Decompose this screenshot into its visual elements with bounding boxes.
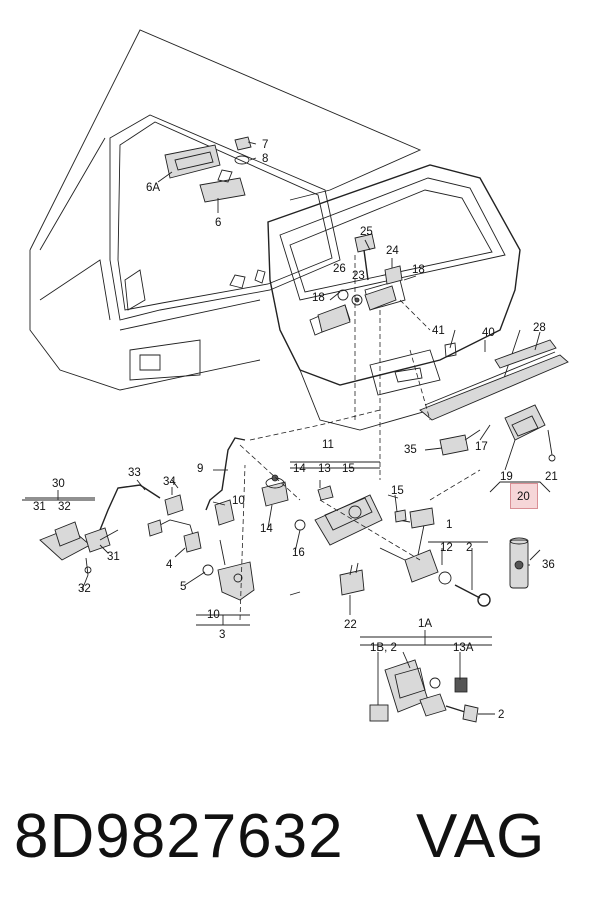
- leader-lines: [81, 141, 541, 715]
- callout-18-upper: 18: [412, 264, 425, 276]
- callout-1A: 1A: [418, 618, 432, 630]
- callout-31: 31: [107, 551, 120, 563]
- callout-17: 17: [475, 441, 488, 453]
- callout-26: 26: [333, 263, 346, 275]
- callout-2: 2: [498, 709, 504, 721]
- callout-33: 33: [128, 467, 141, 479]
- callout-16: 16: [292, 547, 305, 559]
- hinge-fittings: [317, 233, 403, 333]
- tailgate-switch-20: [489, 404, 556, 493]
- callout-14-top: 14: [293, 463, 306, 475]
- callout-40: 40: [482, 327, 495, 339]
- callout-23: 23: [352, 270, 365, 282]
- callout-19: 19: [500, 471, 513, 483]
- wire-4-sensor-34: [147, 487, 214, 576]
- callout-10-top: 10: [232, 495, 245, 507]
- callout-13: 13: [318, 463, 331, 475]
- lock-cylinder-1: [379, 519, 491, 607]
- callout-14: 14: [260, 523, 273, 535]
- callout-24: 24: [386, 245, 399, 257]
- callout-31-top: 31: [33, 501, 46, 513]
- exploded-parts-diagram: 7 8 6A 6 25 24 26 23 18 18 28 41 40 11 3…: [22, 29, 569, 723]
- callout-20: 20: [517, 491, 530, 503]
- callout-32: 32: [78, 583, 91, 595]
- callout-8: 8: [262, 153, 268, 165]
- callout-10: 10: [207, 609, 220, 621]
- callout-labels: 7 8 6A 6 25 24 26 23 18 18 28 41 40 11 3…: [33, 139, 558, 721]
- callout-34: 34: [163, 476, 176, 488]
- callout-22: 22: [344, 619, 357, 631]
- callout-6A: 6A: [146, 182, 160, 194]
- latch-mechanism-11: [290, 467, 383, 596]
- car-body-outline: [29, 29, 422, 391]
- callout-5: 5: [180, 581, 186, 593]
- callout-3: 3: [219, 629, 225, 641]
- callout-28: 28: [533, 322, 546, 334]
- callout-7: 7: [262, 139, 268, 151]
- callout-11: 11: [322, 439, 334, 451]
- callout-21: 21: [545, 471, 558, 483]
- lock-assembly-1A: [360, 630, 492, 723]
- highlight-box-part-20: [510, 483, 538, 509]
- connector-35: [439, 429, 481, 456]
- group-braces: [25, 461, 492, 638]
- callout-1: 1: [446, 519, 452, 531]
- wire-harness-15: [394, 494, 435, 529]
- callout-1B-2: 1B, 2: [370, 642, 397, 654]
- callout-4: 4: [166, 559, 173, 571]
- callout-6: 6: [215, 217, 221, 229]
- striker-6-6A: [164, 136, 252, 203]
- callout-12: 12: [440, 542, 453, 554]
- callout-30: 30: [52, 478, 65, 490]
- part-36-canister: [509, 537, 529, 589]
- trim-bar-28: [419, 339, 569, 421]
- callout-36: 36: [542, 559, 555, 571]
- motor-30-cable-33: [22, 484, 161, 576]
- callout-25: 25: [360, 226, 373, 238]
- callout-15-top: 15: [342, 463, 355, 475]
- callout-18-lower: 18: [312, 292, 325, 304]
- callout-41: 41: [432, 325, 445, 337]
- dashed-leaders: [239, 255, 481, 621]
- callout-9: 9: [197, 463, 203, 475]
- callout-13A: 13A: [453, 642, 474, 654]
- part-number-text: 8D9827632: [14, 802, 344, 871]
- callout-32-top: 32: [58, 501, 71, 513]
- callout-35: 35: [404, 444, 417, 456]
- callout-2-top: 2: [466, 542, 472, 554]
- brand-text: VAG: [416, 802, 546, 871]
- part-14-bulb-holder: [261, 474, 289, 507]
- callout-15: 15: [391, 485, 404, 497]
